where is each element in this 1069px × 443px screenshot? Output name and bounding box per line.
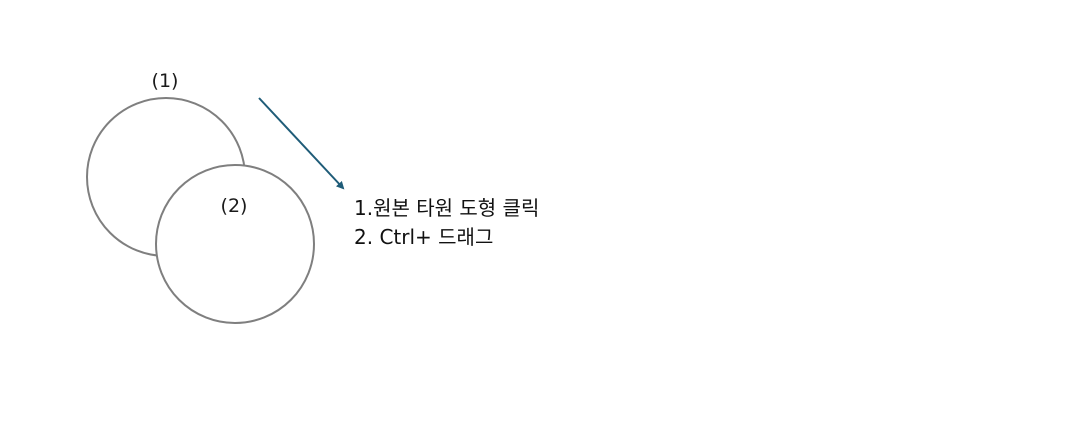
instruction-text-block: 1.원본 타원 도형 클릭 2. Ctrl+ 드래그 [354, 194, 539, 252]
instruction-step-2: 2. Ctrl+ 드래그 [354, 225, 494, 249]
circle-1-label: (1) [152, 70, 179, 92]
circle-2-label: (2) [221, 195, 248, 217]
pointer-arrow [258, 97, 345, 190]
instruction-step-1: 1.원본 타원 도형 클릭 [354, 196, 540, 220]
circle-2-shape [155, 164, 315, 324]
